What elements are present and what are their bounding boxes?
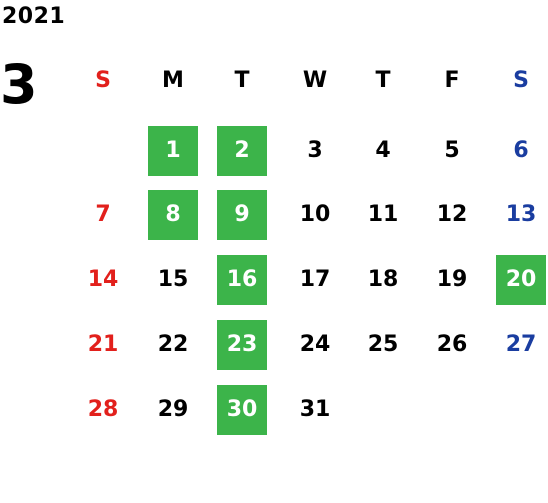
weekday-tue: T: [234, 68, 250, 93]
calendar-day-17[interactable]: 17: [299, 267, 331, 292]
calendar-day-26[interactable]: 26: [436, 332, 468, 357]
calendar-day-21[interactable]: 21: [87, 332, 119, 357]
year-label: 2021: [2, 4, 66, 29]
calendar-day-7[interactable]: 7: [95, 202, 111, 227]
calendar-day-3[interactable]: 3: [307, 138, 323, 163]
calendar-day-28[interactable]: 28: [87, 397, 119, 422]
calendar-day-29[interactable]: 29: [157, 397, 189, 422]
weekday-sat: S: [513, 68, 529, 93]
calendar-day-25[interactable]: 25: [367, 332, 399, 357]
calendar-day-5[interactable]: 5: [444, 138, 460, 163]
weekday-fri: F: [444, 68, 460, 93]
calendar-day-23[interactable]: 23: [217, 320, 267, 370]
month-number: 3: [0, 53, 38, 116]
weekday-mon: M: [162, 68, 184, 93]
weekday-sun: S: [95, 68, 111, 93]
calendar-day-18[interactable]: 18: [367, 267, 399, 292]
calendar-day-15[interactable]: 15: [157, 267, 189, 292]
weekday-thu: T: [375, 68, 391, 93]
calendar-day-9[interactable]: 9: [217, 190, 267, 240]
calendar-day-1[interactable]: 1: [148, 126, 198, 176]
calendar-day-11[interactable]: 11: [367, 202, 399, 227]
calendar-day-31[interactable]: 31: [299, 397, 331, 422]
calendar-day-19[interactable]: 19: [436, 267, 468, 292]
calendar-day-16[interactable]: 16: [217, 255, 267, 305]
calendar-day-24[interactable]: 24: [299, 332, 331, 357]
calendar-day-22[interactable]: 22: [157, 332, 189, 357]
calendar-day-4[interactable]: 4: [375, 138, 391, 163]
calendar-day-30[interactable]: 30: [217, 385, 267, 435]
calendar-day-6[interactable]: 6: [513, 138, 529, 163]
calendar-day-20[interactable]: 20: [496, 255, 546, 305]
calendar-day-12[interactable]: 12: [436, 202, 468, 227]
calendar-day-27[interactable]: 27: [505, 332, 537, 357]
calendar-day-2[interactable]: 2: [217, 126, 267, 176]
calendar-day-13[interactable]: 13: [505, 202, 537, 227]
calendar-day-8[interactable]: 8: [148, 190, 198, 240]
calendar-day-14[interactable]: 14: [87, 267, 119, 292]
calendar-day-10[interactable]: 10: [299, 202, 331, 227]
weekday-wed: W: [302, 68, 328, 93]
